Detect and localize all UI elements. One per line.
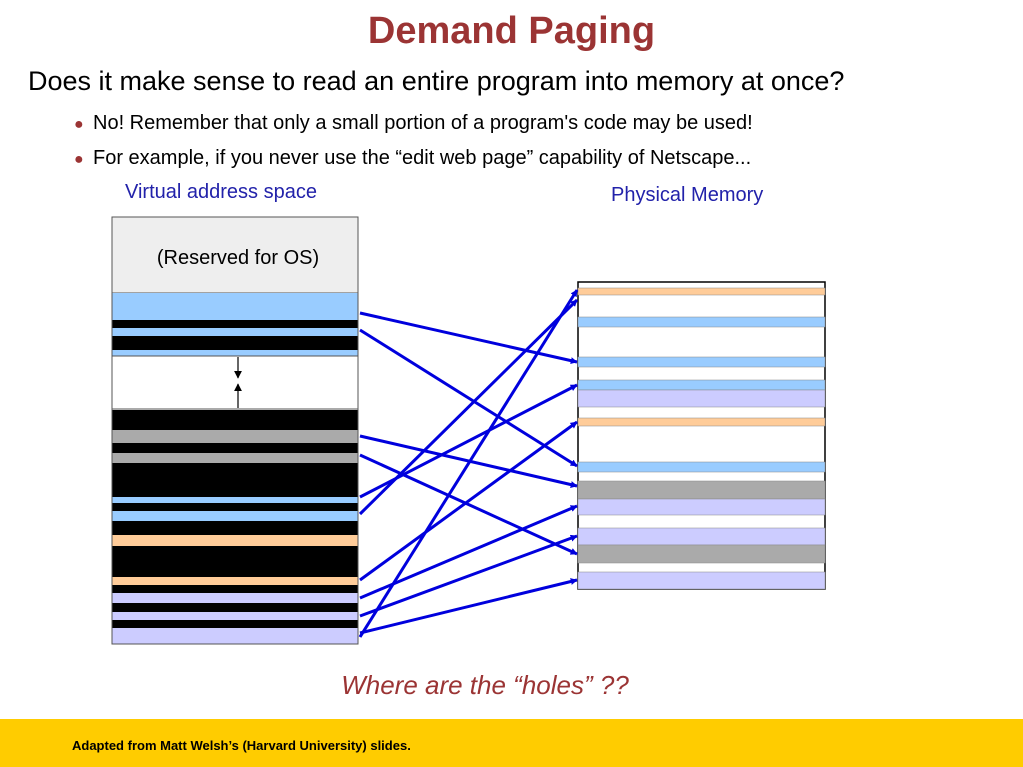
unmapped-band bbox=[112, 620, 358, 628]
bullet-text: For example, if you never use the “edit … bbox=[93, 147, 752, 169]
paging-diagram: (Reserved for OS) bbox=[111, 216, 826, 645]
frame-heap bbox=[577, 417, 826, 427]
bullet-item: ● No! Remember that only a small portion … bbox=[74, 112, 753, 135]
bullet-dot-icon: ● bbox=[74, 151, 84, 168]
bullet-item: ● For example, if you never use the “edit… bbox=[74, 147, 751, 170]
unmapped-band bbox=[112, 503, 358, 511]
reserved-os-label: (Reserved for OS) bbox=[157, 247, 319, 269]
slide-title: Demand Paging bbox=[367, 10, 656, 52]
unmapped-band bbox=[112, 585, 358, 593]
mapping-arrow bbox=[358, 289, 579, 638]
unmapped-band bbox=[112, 521, 358, 535]
mapping-arrow bbox=[359, 504, 578, 600]
unmapped-band bbox=[112, 546, 358, 577]
frame-stack bbox=[577, 498, 826, 516]
code-region bbox=[112, 328, 358, 336]
footer-bar: Adapted from Matt Welsh’s (Harvard Unive… bbox=[0, 719, 1023, 767]
bullet-dot-icon: ● bbox=[74, 116, 84, 133]
code-region bbox=[112, 293, 358, 320]
virtual-address-space: (Reserved for OS) bbox=[111, 216, 359, 645]
mapping-arrow bbox=[359, 311, 578, 365]
stack-region bbox=[112, 593, 358, 603]
frame-data bbox=[577, 480, 826, 500]
stack-region bbox=[112, 612, 358, 620]
virtual-space-outline bbox=[111, 216, 359, 645]
unmapped-band bbox=[112, 463, 358, 497]
heap-region bbox=[112, 577, 358, 585]
unmapped-band bbox=[112, 603, 358, 612]
mapping-arrow bbox=[359, 534, 578, 618]
frame-code bbox=[577, 356, 826, 368]
unmapped-band bbox=[112, 320, 358, 328]
physical-memory-label: Physical Memory bbox=[611, 184, 764, 206]
slide-subtitle: Does it make sense to read an entire pro… bbox=[28, 66, 845, 96]
data-region bbox=[112, 430, 358, 443]
holes-question: Where are the “holes” ?? bbox=[341, 670, 629, 700]
bullet-text: No! Remember that only a small portion o… bbox=[93, 112, 753, 134]
mapping-arrow bbox=[359, 578, 578, 635]
mapping-arrow bbox=[358, 298, 579, 516]
unmapped-band bbox=[112, 443, 358, 453]
code-region bbox=[112, 511, 358, 521]
footer-credit: Adapted from Matt Welsh’s (Harvard Unive… bbox=[72, 738, 411, 753]
frame-stack bbox=[577, 571, 826, 590]
mapping-arrow bbox=[359, 328, 578, 468]
code-region bbox=[112, 497, 358, 503]
frame-code bbox=[577, 316, 826, 328]
frame-code bbox=[577, 379, 826, 391]
mapping-arrow bbox=[359, 420, 578, 582]
frame-data bbox=[577, 544, 826, 564]
virtual-address-space-label: Virtual address space bbox=[125, 181, 317, 203]
mapping-arrow bbox=[359, 453, 578, 556]
frame-stack bbox=[577, 527, 826, 546]
heap-region bbox=[112, 535, 358, 546]
frame-code bbox=[577, 461, 826, 473]
free-gap-region bbox=[111, 355, 359, 410]
page-mapping-arrows bbox=[358, 289, 579, 638]
frame-heap bbox=[577, 287, 826, 296]
code-region bbox=[112, 350, 358, 356]
unmapped-band bbox=[112, 336, 358, 350]
data-region bbox=[112, 453, 358, 463]
unmapped-band bbox=[112, 410, 358, 430]
frame-stack bbox=[577, 389, 826, 408]
stack-region bbox=[112, 628, 358, 644]
physical-memory bbox=[577, 281, 826, 590]
